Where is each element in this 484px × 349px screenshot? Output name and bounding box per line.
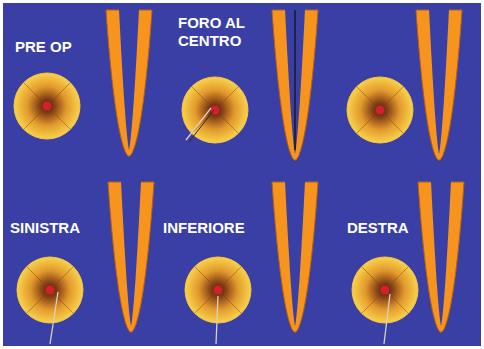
instrument-line <box>216 296 218 344</box>
canal-orifice <box>46 286 55 295</box>
tooth-panel <box>17 181 154 344</box>
root-wall <box>106 10 152 156</box>
tooth-section <box>17 257 83 323</box>
root-canal <box>285 181 305 326</box>
shading-line <box>192 87 215 110</box>
tooth-section <box>352 257 418 323</box>
shading-line <box>195 290 218 313</box>
tooth-section <box>14 73 80 139</box>
root-canal <box>431 181 451 326</box>
shading-line <box>50 267 73 290</box>
shading-line <box>27 267 50 290</box>
root-canal <box>429 9 449 154</box>
root-canal <box>121 181 141 326</box>
panel-label: SINISTRA <box>10 219 80 237</box>
shading-line <box>362 290 385 313</box>
shading-line <box>362 267 385 290</box>
root-wall <box>272 182 318 332</box>
tooth-section <box>347 77 413 143</box>
tooth-section <box>182 77 248 143</box>
tooth-panel <box>352 181 464 344</box>
root-wall <box>108 182 154 332</box>
canal-orifice <box>214 286 223 295</box>
panel-label: DESTRA <box>347 219 409 237</box>
shading-line <box>215 110 238 133</box>
file-in-canal <box>294 10 296 150</box>
shading-line <box>47 83 70 106</box>
shading-line <box>357 87 380 110</box>
shading-line <box>215 87 238 110</box>
shading-line <box>50 290 73 313</box>
shading-line <box>195 267 218 290</box>
shading-line <box>218 267 241 290</box>
tooth-panel <box>14 9 152 156</box>
shading-line <box>357 110 380 133</box>
instrument-line <box>384 294 390 344</box>
root-wall <box>418 182 464 332</box>
shading-line <box>24 106 47 129</box>
instrument-line <box>50 292 58 344</box>
background-panel <box>3 3 481 346</box>
shading-line <box>385 267 408 290</box>
instrument-line <box>186 108 211 140</box>
shading-line <box>218 290 241 313</box>
root-wall <box>272 10 318 160</box>
instrument-line <box>189 110 214 142</box>
shading-line <box>24 83 47 106</box>
canal-orifice <box>376 106 385 115</box>
canal-orifice <box>43 102 52 111</box>
canal-orifice <box>381 286 390 295</box>
shading-line <box>27 290 50 313</box>
shading-line <box>380 87 403 110</box>
shading-line <box>47 106 70 129</box>
root-canal <box>119 9 139 150</box>
root-wall <box>416 10 462 160</box>
panel-label: PRE OP <box>15 38 72 56</box>
panel-label: FORO AL CENTRO <box>178 14 252 50</box>
panel-label: INFERIORE <box>163 219 245 237</box>
tooth-panel <box>185 181 318 344</box>
tooth-panel <box>182 9 318 160</box>
root-canal <box>285 9 305 154</box>
shading-line <box>380 110 403 133</box>
tooth-panel <box>347 9 462 160</box>
tooth-section <box>185 257 251 323</box>
